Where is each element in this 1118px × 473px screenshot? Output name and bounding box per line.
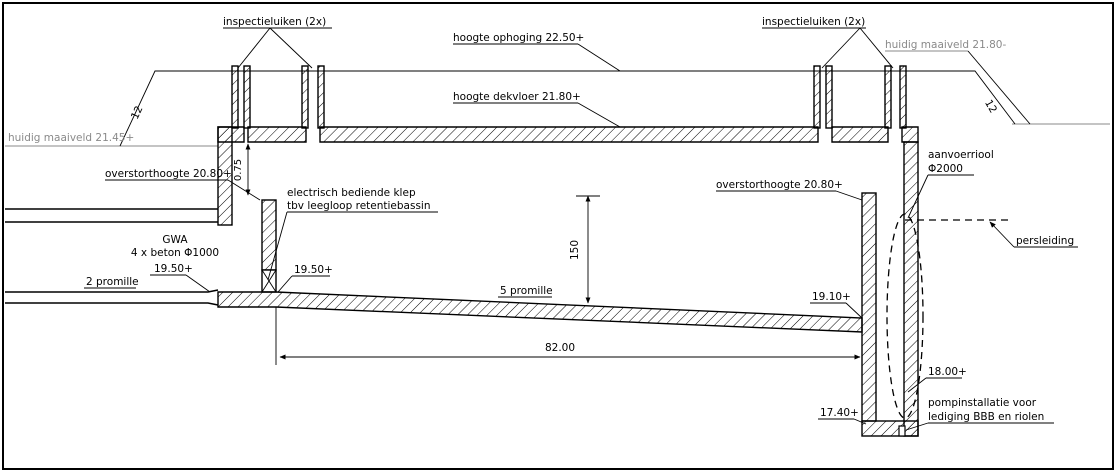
slope-2-permille-label: 2 promille [86, 276, 139, 288]
top-slab-end [901, 126, 919, 143]
level-1910-label: 19.10+ [812, 291, 851, 303]
deck-floor-height-label: hoogte dekvloer 21.80+ [453, 91, 581, 103]
inspection-shaft-1 [231, 65, 251, 129]
valve-label-line1: electrisch bediende klep [287, 187, 416, 199]
gwa-label-line1: GWA [162, 234, 188, 246]
pressure-pipe-label: persleiding [1016, 235, 1074, 247]
inspection-shaft-3 [813, 65, 833, 129]
inflow-sewer-label-line1: aanvoerriool [928, 149, 994, 161]
level-1950-left-label: 19.50+ [154, 263, 193, 275]
top-slab-main [247, 126, 307, 143]
valve-label-line2: tbv leegloop retentiebassin [287, 200, 431, 212]
inspection-shaft-2 [301, 65, 325, 129]
existing-ground-left-label: huidig maaiveld 21.45+ [8, 132, 134, 144]
gwa-pipe-bottom [5, 302, 219, 306]
inspection-shaft-4 [884, 65, 907, 129]
left-outer-wall [217, 126, 233, 226]
existing-ground-right-label: huidig maaiveld 21.80- [885, 39, 1006, 51]
dimension-length-label: 82.00 [545, 342, 575, 354]
right-overflow-wall [861, 192, 877, 422]
slope-right-label: 12 [982, 98, 999, 116]
dimension-075-label: 0.75 [233, 159, 244, 181]
top-slab-center [319, 126, 819, 143]
inspection-hatches-left-label: inspectieluiken (2x) [223, 16, 326, 28]
gwa-pipe-top [5, 289, 219, 293]
pump-installation-label-line2: lediging BBB en riolen [928, 411, 1044, 423]
inspection-hatches-right-label: inspectieluiken (2x) [762, 16, 865, 28]
raise-height-label: hoogte ophoging 22.50+ [453, 32, 584, 44]
pump-pit-outer-wall [903, 141, 919, 437]
slope-left-label: 12 [129, 104, 146, 121]
pump-installation-label-line1: pompinstallatie voor [928, 397, 1037, 409]
embankment-profile [119, 70, 1016, 147]
pump-symbol [898, 425, 906, 437]
inflow-sewer-label-line2: Φ2000 [928, 163, 963, 175]
slope-5-permille-label: 5 promille [500, 285, 553, 297]
floor-slab [217, 291, 863, 333]
dimension-150-label: 150 [569, 240, 581, 260]
inflow-sewer-ellipse [886, 213, 924, 419]
top-slab-right [831, 126, 889, 143]
level-1740-label: 17.40+ [820, 407, 859, 419]
gwa-label-line2: 4 x beton Φ1000 [131, 247, 219, 259]
level-1800-label: 18.00+ [928, 366, 967, 378]
level-1950-right-label: 19.50+ [294, 264, 333, 276]
overflow-height-left-label: overstorthoogte 20.80+ [105, 168, 232, 180]
overflow-height-right-label: overstorthoogte 20.80+ [716, 179, 843, 191]
